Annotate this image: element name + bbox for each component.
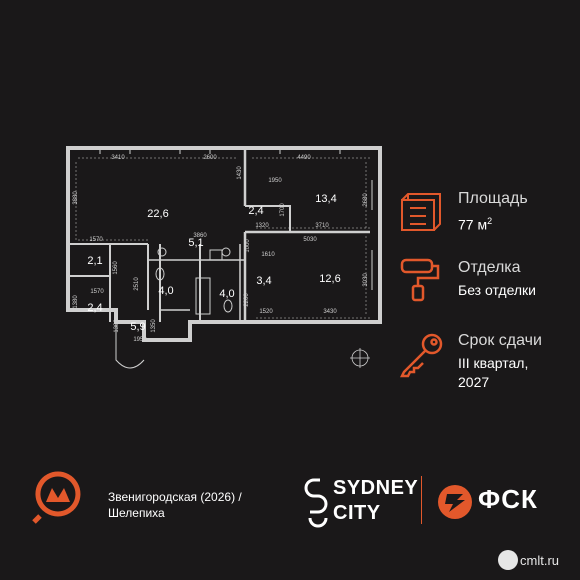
- deadline-year: 2027: [458, 374, 490, 390]
- room-area-living: 22,6: [147, 208, 169, 220]
- logo-divider: [421, 476, 422, 524]
- room-area-5-9: 5,9: [130, 321, 146, 333]
- paint-roller-icon: [400, 258, 440, 302]
- dim-1000: 1000: [245, 239, 251, 253]
- dim-3430: 3430: [323, 309, 337, 315]
- dim-1610: 1610: [261, 252, 275, 258]
- room-area-bedroom-top: 13,4: [315, 193, 337, 205]
- info-area: Площадь 77 м2: [398, 190, 578, 250]
- dim-2680: 2680: [363, 193, 369, 207]
- dim-1430: 1430: [237, 166, 243, 180]
- dim-1700: 1700: [280, 203, 286, 217]
- watermark-text: cmlt.ru: [520, 553, 559, 568]
- developer-name: ФСК: [478, 484, 538, 514]
- room-area-wardrobe: 2,4: [248, 205, 264, 217]
- floor-plan: 22,6 13,4 2,4 5,1 2,1 2,4 4,0 4,0 3,4 12…: [60, 140, 390, 380]
- watermark-icon: [498, 550, 518, 570]
- info-finish: Отделка Без отделки: [398, 256, 578, 316]
- room-area-3-4: 3,4: [256, 275, 272, 287]
- dim-1520: 1520: [259, 309, 273, 315]
- dim-1350: 1350: [151, 319, 157, 333]
- metro-station: Звенигородская (2026) / Шелепиха: [108, 489, 242, 521]
- dim-1380-a: 1380: [73, 295, 79, 309]
- dim-2510: 2510: [134, 277, 140, 291]
- deadline-label: Срок сдачи: [458, 332, 542, 349]
- dim-1320: 1320: [255, 223, 269, 229]
- watermark: cmlt.ru: [498, 548, 578, 576]
- dim-3860: 3860: [193, 233, 207, 239]
- dim-1570-b: 1570: [90, 289, 104, 295]
- deadline-quarter: III квартал,: [458, 355, 529, 371]
- metro-line-1: Звенигородская (2026) /: [108, 490, 242, 504]
- room-area-bath-a: 4,0: [158, 285, 174, 297]
- dim-3410: 3410: [111, 155, 125, 161]
- finish-label: Отделка: [458, 259, 521, 276]
- dim-1950: 1950: [268, 178, 282, 184]
- fsk-logo-icon: [438, 485, 472, 519]
- area-value: 77 м2: [458, 216, 493, 233]
- dim-1950-b: 1950: [133, 337, 147, 343]
- sydney-city-wordmark: SYDNEY CITY: [333, 476, 418, 526]
- dim-2600: 2600: [203, 155, 217, 161]
- brand-line-2: CITY: [333, 502, 381, 524]
- room-area-bedroom-bottom: 12,6: [319, 273, 341, 285]
- brand-line-1: SYDNEY: [333, 477, 419, 499]
- metro-icon: [32, 471, 81, 524]
- dim-3710: 3710: [315, 223, 329, 229]
- dim-4490: 4490: [297, 155, 311, 161]
- dim-3880: 3880: [73, 191, 79, 205]
- dim-1560: 1560: [113, 261, 119, 275]
- area-plan-icon: [401, 193, 441, 231]
- info-deadline: Срок сдачи III квартал, 2027: [398, 330, 578, 390]
- sydney-city-logo-icon: [304, 478, 328, 528]
- area-label: Площадь: [458, 190, 528, 207]
- dim-1380-b: 1380: [114, 319, 120, 333]
- room-area-bath-b: 4,0: [219, 288, 235, 300]
- finish-value: Без отделки: [458, 282, 537, 298]
- dim-2200: 2200: [244, 293, 250, 307]
- deadline-value: III квартал, 2027: [458, 354, 528, 392]
- dim-5030: 5030: [303, 237, 317, 243]
- metro-line-2: Шелепиха: [108, 506, 165, 520]
- dim-3030: 3030: [363, 273, 369, 287]
- floor-plan-drawing: [66, 146, 382, 369]
- room-area-hall: 5,1: [188, 237, 204, 249]
- key-icon: [399, 333, 443, 378]
- dim-1570-a: 1570: [89, 237, 103, 243]
- room-area-2-1: 2,1: [87, 255, 103, 267]
- room-area-2-4: 2,4: [87, 302, 103, 314]
